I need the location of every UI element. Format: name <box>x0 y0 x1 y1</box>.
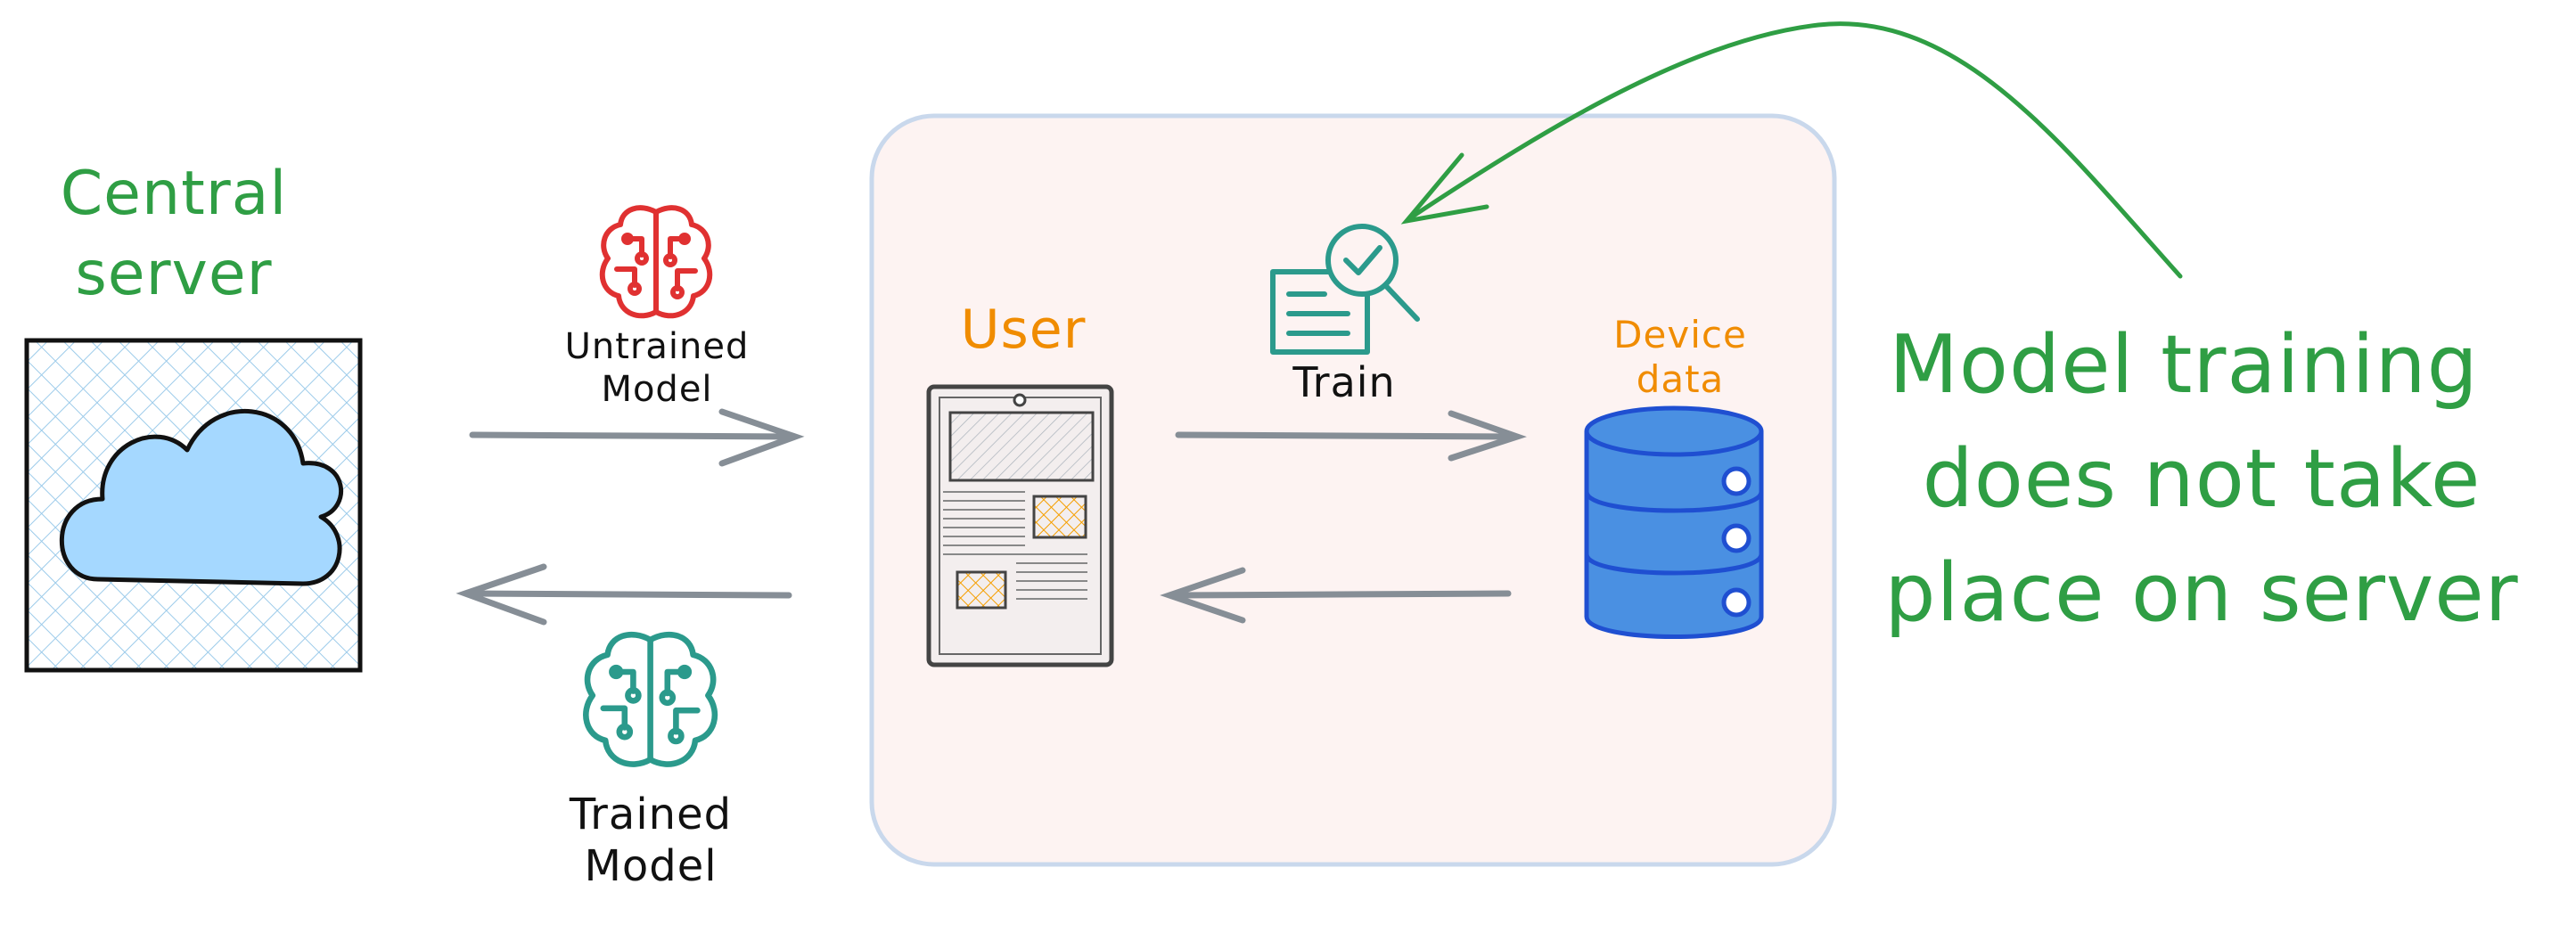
user-label: User <box>961 299 1087 361</box>
annotation-line3: place on server <box>1884 546 2518 640</box>
arrow-to-server <box>455 563 792 626</box>
trained-model-label-line2: Model <box>584 841 717 891</box>
central-server-label-line2: server <box>75 239 272 309</box>
central-server: Central server <box>24 159 363 673</box>
untrained-model-label-line1: Untrained <box>565 326 750 367</box>
brain-circuit-icon <box>583 631 718 767</box>
document-search-check-icon <box>1270 224 1420 355</box>
cloud-icon <box>59 408 344 586</box>
user-panel: User <box>869 113 1837 867</box>
central-server-label-line1: Central <box>61 159 288 229</box>
annotation-line2: does not take <box>1923 432 2482 526</box>
train-label: Train <box>1292 358 1395 406</box>
user-panel-box <box>869 113 1837 867</box>
annotation-arrow <box>1400 21 2183 279</box>
untrained-model: Untrained Model <box>565 205 750 410</box>
trained-model-label-line1: Trained <box>569 790 732 839</box>
arrow-to-device-data <box>1175 410 1527 462</box>
arrow-to-tablet <box>1160 567 1512 624</box>
trained-model: Trained Model <box>569 631 732 891</box>
annotation: Model training does not take place on se… <box>1884 318 2518 640</box>
untrained-model-label-line2: Model <box>601 369 712 410</box>
database-icon <box>1584 405 1764 639</box>
brain-circuit-icon <box>599 205 713 319</box>
arrow-to-user <box>469 408 805 467</box>
device-data-label-line1: Device <box>1613 313 1747 356</box>
tablet-icon <box>926 384 1114 667</box>
annotation-line1: Model training <box>1889 318 2479 412</box>
device-data-label-line2: data <box>1637 357 1725 401</box>
